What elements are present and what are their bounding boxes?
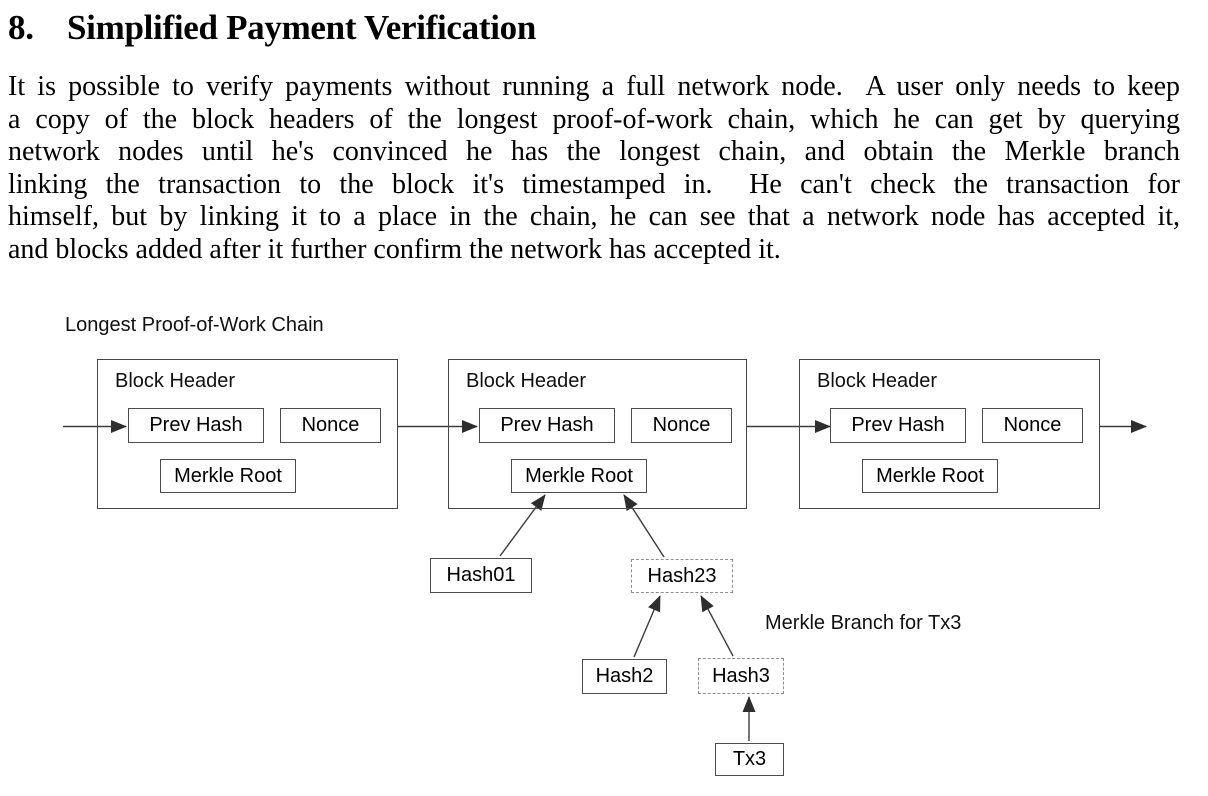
- section-heading: 8. Simplified Payment Verification: [8, 9, 536, 47]
- paragraph-line: a copy of the block headers of the longe…: [8, 103, 1180, 135]
- arrow-hash2-to-hash23: [633, 595, 661, 658]
- paragraph-line: linking the transaction to the block it'…: [8, 168, 1180, 200]
- block-header-box-3: Block Header Prev Hash Nonce Merkle Root: [799, 359, 1100, 509]
- merkle-root-box: Merkle Root: [511, 459, 647, 493]
- paragraph-line: himself, but by linking it to a place in…: [8, 201, 1180, 232]
- block-title: Block Header: [466, 370, 587, 392]
- hash3-box: Hash3: [698, 658, 784, 694]
- prev-hash-box: Prev Hash: [479, 408, 615, 443]
- block-header-box-2: Block Header Prev Hash Nonce Merkle Root: [448, 359, 747, 509]
- paragraph-line: and blocks added after it further confir…: [8, 233, 781, 265]
- merkle-root-box: Merkle Root: [862, 459, 998, 493]
- merkle-branch-label: Merkle Branch for Tx3: [765, 612, 962, 634]
- section-title: Simplified Payment Verification: [67, 8, 537, 47]
- body-paragraph: It is possible to verify payments withou…: [8, 71, 1180, 266]
- hash2-box: Hash2: [582, 659, 667, 694]
- merkle-root-box: Merkle Root: [160, 459, 296, 493]
- hash01-box: Hash01: [430, 558, 532, 593]
- nonce-box: Nonce: [631, 408, 732, 443]
- arrow-hash3-to-hash23: [700, 595, 734, 657]
- nonce-box: Nonce: [982, 408, 1083, 443]
- hash23-box: Hash23: [631, 559, 733, 593]
- paragraph-line: network nodes until he's convinced he ha…: [8, 136, 1180, 167]
- block-title: Block Header: [115, 370, 236, 392]
- paragraph-line: It is possible to verify payments withou…: [8, 71, 1180, 102]
- block-header-box-1: Block Header Prev Hash Nonce Merkle Root: [97, 359, 398, 509]
- section-number: 8.: [8, 8, 34, 47]
- nonce-box: Nonce: [280, 408, 381, 443]
- prev-hash-box: Prev Hash: [128, 408, 264, 443]
- chain-label: Longest Proof-of-Work Chain: [65, 314, 324, 336]
- tx3-box: Tx3: [715, 743, 784, 776]
- block-title: Block Header: [817, 370, 938, 392]
- prev-hash-box: Prev Hash: [830, 408, 966, 443]
